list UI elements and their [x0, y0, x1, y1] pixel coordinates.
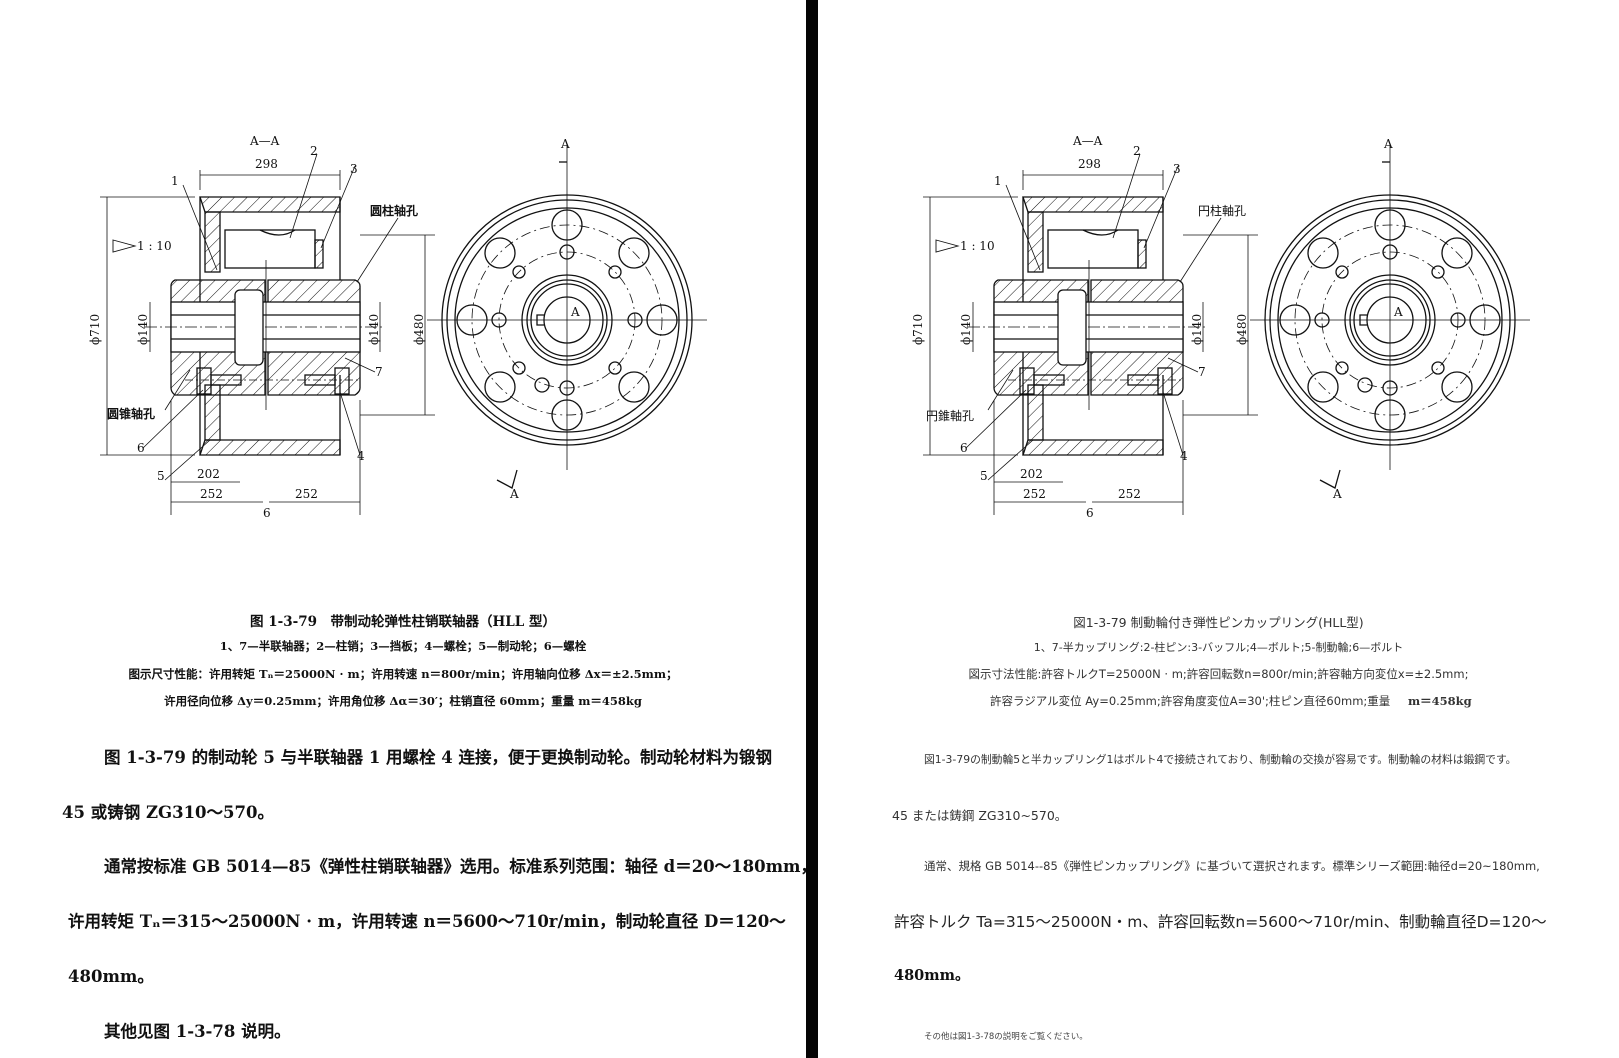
conical-bore-label: 圆锥轴孔 — [107, 406, 155, 421]
part-1-label: 1 — [171, 174, 179, 188]
paragraph-1-line-1: 图 1-3-79 的制动轮 5 与半联轴器 1 用螺栓 4 连接，便于更换制动轮… — [104, 748, 773, 767]
dim-710: ϕ710 — [911, 314, 925, 345]
part-5-label: 5 — [157, 469, 165, 483]
dim-480: ϕ480 — [1235, 314, 1249, 345]
part-3-label: 3 — [1173, 162, 1181, 176]
center-label: A — [570, 305, 580, 319]
page-divider — [806, 0, 818, 1058]
center-label: A — [1393, 305, 1403, 319]
view-label-bottom: A — [509, 487, 519, 501]
taper-label: 1 : 10 — [137, 239, 172, 253]
view-label-top: A — [560, 137, 570, 151]
dim-202: 202 — [1020, 467, 1043, 481]
cylindrical-bore-label: 円柱軸孔 — [1198, 203, 1246, 218]
coupling-drawing-left: A—A 298 2 3 1 7 4 5 6 1 : 10 圆柱轴孔 圆锥轴孔 2… — [88, 134, 707, 520]
paragraph-1-line-2: 45 または鋳鋼 ZG310~570。 — [892, 808, 1068, 823]
paragraph-2-line-3: 480mm。 — [894, 967, 970, 984]
section-label: A—A — [1072, 134, 1103, 148]
figure-caption-parts: 1、7-半カップリング:2-柱ピン:3-バッフル;4—ボルト;5-制動輪;6—ボ… — [1033, 641, 1404, 654]
paragraph-3: 其他见图 1-3-78 说明。 — [104, 1022, 291, 1041]
caption-perf-2-mass: m＝458kg — [1407, 694, 1472, 708]
taper-label: 1 : 10 — [960, 239, 995, 253]
left-page-chinese: A—A 298 2 3 1 7 4 5 6 1 : 10 圆柱轴孔 圆锥轴孔 2… — [0, 0, 817, 1058]
dim-710: ϕ710 — [88, 314, 102, 345]
dim-140-left: ϕ140 — [136, 314, 150, 345]
dim-480: ϕ480 — [412, 314, 426, 345]
part-6-label: 6 — [137, 441, 145, 455]
dim-140-right: ϕ140 — [1190, 314, 1204, 345]
dim-6: 6 — [263, 506, 271, 520]
part-2-label: 2 — [1133, 144, 1141, 158]
paragraph-2-line-2: 许用转矩 Tₙ＝315～25000N · m，许用转速 n＝5600～710r/… — [68, 912, 786, 931]
view-label-top: A — [1383, 137, 1393, 151]
dim-6: 6 — [1086, 506, 1094, 520]
view-label-bottom: A — [1332, 487, 1342, 501]
paragraph-2-line-2: 許容トルク Ta=315～25000N・m、許容回転数n=5600～710r/m… — [894, 913, 1547, 931]
figure-caption-performance-1: 图示尺寸性能：许用转矩 Tₙ＝25000N · m；许用转速 n＝800r/mi… — [128, 667, 678, 681]
dim-140-left: ϕ140 — [959, 314, 973, 345]
dim-252-left: 252 — [200, 487, 223, 501]
figure-caption-title: 図1-3-79 制動輪付き弾性ピンカップリング(HLL型) — [1073, 615, 1364, 630]
figure-caption-title: 图 1-3-79 带制动轮弹性柱销联轴器（HLL 型） — [250, 614, 556, 630]
dim-252-left: 252 — [1023, 487, 1046, 501]
dim-252-right: 252 — [1118, 487, 1141, 501]
coupling-drawing-right: A—A 298 2 3 1 7 4 5 6 1 : 10 円柱軸孔 円錐軸孔 2… — [911, 134, 1530, 520]
part-2-label: 2 — [310, 144, 318, 158]
dim-298: 298 — [1078, 157, 1101, 171]
figure-caption-performance-2: 许用径向位移 Δy＝0.25mm；许用角位移 Δα＝30′；柱销直径 60mm；… — [164, 694, 642, 708]
part-7-label: 7 — [375, 365, 383, 379]
cylindrical-bore-label: 圆柱轴孔 — [370, 203, 418, 218]
dim-140-right: ϕ140 — [367, 314, 381, 345]
caption-perf-2-text: 許容ラジアル変位 Ay=0.25mm;許容角度変位A=30';柱ピン直径60mm… — [990, 694, 1391, 708]
section-label: A—A — [249, 134, 280, 148]
part-4-label: 4 — [1180, 449, 1188, 463]
part-6-label: 6 — [960, 441, 968, 455]
paragraph-2-line-3: 480mm。 — [68, 967, 154, 986]
conical-bore-label: 円錐軸孔 — [926, 408, 974, 423]
figure-caption-performance-2: 許容ラジアル変位 Ay=0.25mm;許容角度変位A=30';柱ピン直径60mm… — [990, 693, 1472, 709]
part-5-label: 5 — [980, 469, 988, 483]
paragraph-1-line-1: 図1-3-79の制動輪5と半カップリング1はボルト4で接続されており、制動輪の交… — [924, 753, 1517, 766]
right-page-japanese: A—A 298 2 3 1 7 4 5 6 1 : 10 円柱軸孔 円錐軸孔 2… — [818, 0, 1619, 1058]
part-4-label: 4 — [357, 449, 365, 463]
part-1-label: 1 — [994, 174, 1002, 188]
dim-202: 202 — [197, 467, 220, 481]
paragraph-1-line-2: 45 或铸钢 ZG310～570。 — [62, 803, 274, 822]
paragraph-2-line-1: 通常、規格 GB 5014--85《弾性ピンカップリング》に基づいて選択されます… — [924, 859, 1540, 873]
dim-298: 298 — [255, 157, 278, 171]
part-7-label: 7 — [1198, 365, 1206, 379]
dim-252-right: 252 — [295, 487, 318, 501]
paragraph-2-line-1: 通常按标准 GB 5014—85《弹性柱销联轴器》选用。标准系列范围：轴径 d＝… — [104, 857, 818, 876]
figure-caption-performance-1: 図示寸法性能:許容トルクT=25000N · m;許容回転数n=800r/min… — [968, 667, 1469, 681]
paragraph-3: その他は図1-3-78の説明をご覧ください。 — [924, 1032, 1088, 1042]
figure-caption-parts: 1、7—半联轴器；2—柱销；3—挡板；4—螺栓；5—制动轮；6—螺栓 — [219, 639, 587, 653]
part-3-label: 3 — [350, 162, 358, 176]
